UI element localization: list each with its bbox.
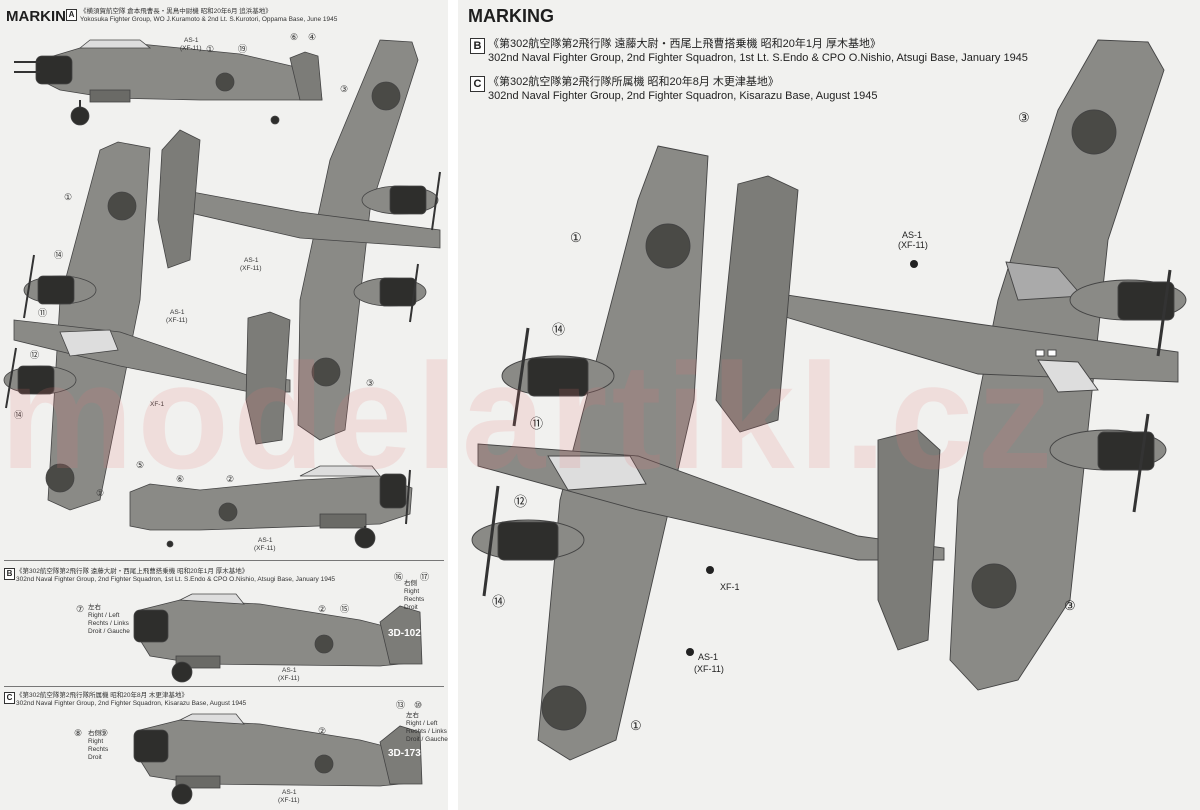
callout: ① (630, 718, 642, 733)
section-c-jp: 《第302航空隊第2飛行隊所属機 昭和20年8月 木更津基地》 (16, 692, 188, 699)
callout: ⑤ (136, 460, 144, 470)
callout: ⑮ (340, 604, 349, 614)
callout: ① (96, 488, 104, 498)
callout: ⑪ (530, 416, 543, 431)
section-c-en: 302nd Naval Fighter Group, 2nd Fighter S… (16, 700, 247, 707)
callout: ⑭ (54, 250, 63, 260)
aircraft-b-side: 3D-102 (133, 593, 423, 683)
paint-code-a2-fs: (XF-11) (240, 265, 262, 272)
callout: ⑭ (552, 322, 565, 337)
paint-code-r3-fs: (XF-11) (694, 664, 724, 674)
paint-code-b: AS-1 (282, 667, 297, 674)
callout: ⑭ (14, 410, 23, 420)
section-a-en: Yokosuka Fighter Group, WO J.Kuramoto & … (80, 16, 338, 23)
callout: ② (226, 474, 234, 484)
paint-code-a3: AS-1 (170, 309, 185, 316)
paint-code-a5-fs: (XF-11) (254, 545, 276, 552)
paint-code-b-fs: (XF-11) (278, 675, 300, 682)
callout: ⑧ (74, 728, 82, 738)
section-b-en: 302nd Naval Fighter Group, 2nd Fighter S… (16, 576, 336, 583)
aircraft-b-bottom (471, 145, 945, 761)
aircraft-a-top (157, 39, 441, 441)
section-b-jp: 《第302航空隊第2飛行隊 遠藤大尉・西尾上飛曹搭乗機 昭和20年1月 厚木基地… (16, 568, 249, 575)
callout: ⑫ (514, 494, 527, 509)
callout: ⑦ (76, 604, 84, 614)
divider (4, 686, 444, 687)
callout: ⑨ (100, 728, 108, 738)
page-gutter (448, 0, 458, 810)
paint-code-a1: AS-1 (184, 37, 199, 44)
callout: ⑲ (238, 44, 247, 54)
paint-code-a4: XF-1 (150, 401, 164, 408)
callout: ① (206, 44, 214, 54)
callout: ⑪ (38, 308, 47, 318)
callout: ① (64, 192, 72, 202)
paint-code-c-fs: (XF-11) (278, 797, 300, 804)
aircraft-a-side (14, 39, 323, 126)
paint-code-r2: XF-1 (720, 582, 740, 592)
tail-code-c: 3D-173 (388, 748, 421, 759)
callout: ② (318, 604, 326, 614)
divider (4, 560, 444, 561)
section-letter-c: C (4, 692, 15, 704)
right-page: MARKING B 《第302航空隊第2飛行隊 遠藤大尉・西尾上飛曹搭乗機 昭和… (458, 0, 1200, 810)
callout: ⑩ (414, 700, 422, 710)
aircraft-a-side-2 (129, 465, 413, 549)
callout: ⑰ (420, 572, 429, 582)
callout: ② (318, 726, 326, 736)
aircraft-a-bottom (3, 141, 291, 511)
right-illustrations: AS-1 (XF-11) XF-1 AS-1 (XF-11) ③ ③ ① ⑭ ⑪… (471, 39, 1187, 761)
page-title: MARKING (468, 6, 554, 26)
section-letter-c: C (470, 76, 485, 92)
paint-code-a3-fs: (XF-11) (166, 317, 188, 324)
callout: ④ (308, 32, 316, 42)
paint-code-r3: AS-1 (698, 652, 718, 662)
aircraft-b-top (715, 39, 1187, 691)
left-page: MARKING A 《横須賀航空隊 倉本飛曹長・黒鳥中尉機 昭和20年6月 追浜… (0, 0, 448, 810)
paint-code-a1-fs: (XF-11) (180, 45, 202, 52)
callout: ③ (1064, 598, 1076, 613)
section-letter-b: B (4, 568, 15, 580)
callout: ③ (340, 84, 348, 94)
callout: ① (570, 230, 582, 245)
paint-code-c: AS-1 (282, 789, 297, 796)
callout: ⑬ (396, 700, 405, 710)
callout: ⑭ (492, 594, 505, 609)
section-letter-b: B (470, 38, 485, 54)
callout: ⑥ (290, 32, 298, 42)
paint-code-a5: AS-1 (258, 537, 273, 544)
section-b-en: 302nd Naval Fighter Group, 2nd Fighter S… (488, 52, 1028, 64)
tail-code-b: 3D-102 (388, 628, 421, 639)
left-illustrations: AS-1 (XF-11) AS-1 (XF-11) AS-1 (XF-11) X… (3, 32, 441, 805)
section-letter-a: A (66, 9, 77, 21)
section-c-jp: 《第302航空隊第2飛行隊所属機 昭和20年8月 木更津基地》 (488, 76, 779, 88)
section-a-jp: 《横須賀航空隊 倉本飛曹長・黒鳥中尉機 昭和20年6月 追浜基地》 (80, 8, 272, 15)
paint-code-r1-fs: (XF-11) (898, 240, 928, 250)
callout: ⑫ (30, 350, 39, 360)
paint-code-a2: AS-1 (244, 257, 259, 264)
page-title: MARKING (6, 8, 78, 25)
callout: ⑯ (394, 572, 403, 582)
section-b-jp: 《第302航空隊第2飛行隊 遠藤大尉・西尾上飛曹搭乗機 昭和20年1月 厚木基地… (488, 38, 881, 50)
callout: ⑥ (176, 474, 184, 484)
aircraft-c-side: 3D-173 (133, 713, 423, 805)
section-c-en: 302nd Naval Fighter Group, 2nd Fighter S… (488, 90, 878, 102)
paint-code-r1: AS-1 (902, 230, 922, 240)
callout: ③ (366, 378, 374, 388)
callout: ③ (1018, 110, 1030, 125)
